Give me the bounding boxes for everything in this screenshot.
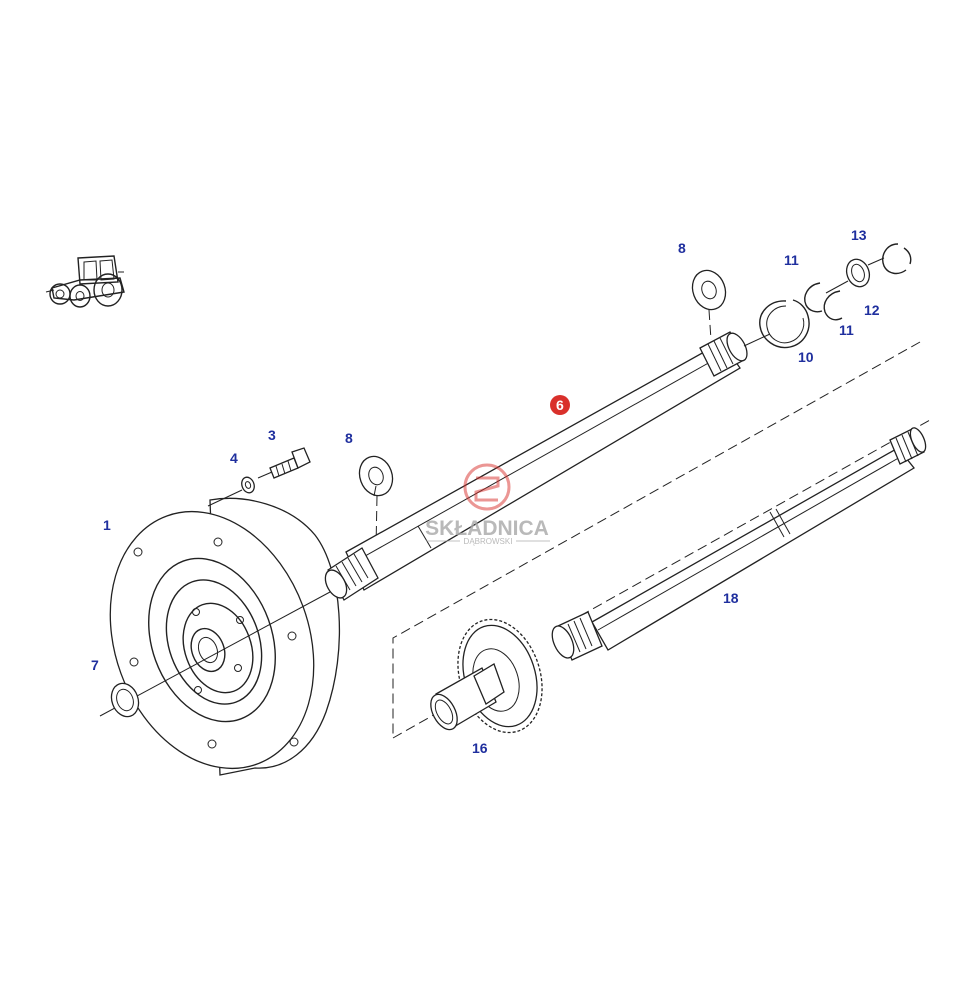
bearing-ring (867, 243, 912, 275)
part-label-8-front[interactable]: 8 (345, 430, 353, 446)
washer (207, 476, 255, 507)
part-label-11-lower[interactable]: 11 (839, 322, 854, 338)
flywheel-damper (99, 497, 341, 776)
pto-shaft (324, 331, 771, 601)
thrust-washer-rear (691, 269, 727, 341)
part-label-13[interactable]: 13 (851, 227, 867, 243)
part-label-16[interactable]: 16 (472, 740, 488, 756)
bolt (257, 447, 311, 479)
seal-ring (825, 258, 871, 294)
drive-gear (430, 618, 543, 734)
part-label-12[interactable]: 12 (864, 302, 880, 318)
tractor-icon (45, 255, 125, 308)
thrust-washer-front (358, 455, 394, 549)
part-label-1[interactable]: 1 (103, 517, 111, 533)
watermark-logo (463, 463, 511, 511)
highlight-marker (550, 395, 570, 415)
watermark-sub: DĄBROWSKI (464, 537, 513, 546)
input-shaft (551, 427, 927, 661)
half-ring-lower (823, 290, 843, 321)
part-label-8-rear[interactable]: 8 (678, 240, 686, 256)
snap-ring (759, 299, 810, 349)
part-label-3[interactable]: 3 (268, 427, 276, 443)
part-label-18[interactable]: 18 (723, 590, 739, 606)
watermark-brand: SKŁADNICA (425, 517, 549, 540)
part-label-4[interactable]: 4 (230, 450, 238, 466)
part-label-10[interactable]: 10 (798, 349, 814, 365)
part-label-11-upper[interactable]: 11 (784, 252, 799, 268)
o-ring (110, 682, 140, 718)
half-ring-upper (804, 282, 823, 313)
part-label-7[interactable]: 7 (91, 657, 99, 673)
part-label-6[interactable]: 6 (556, 397, 564, 413)
